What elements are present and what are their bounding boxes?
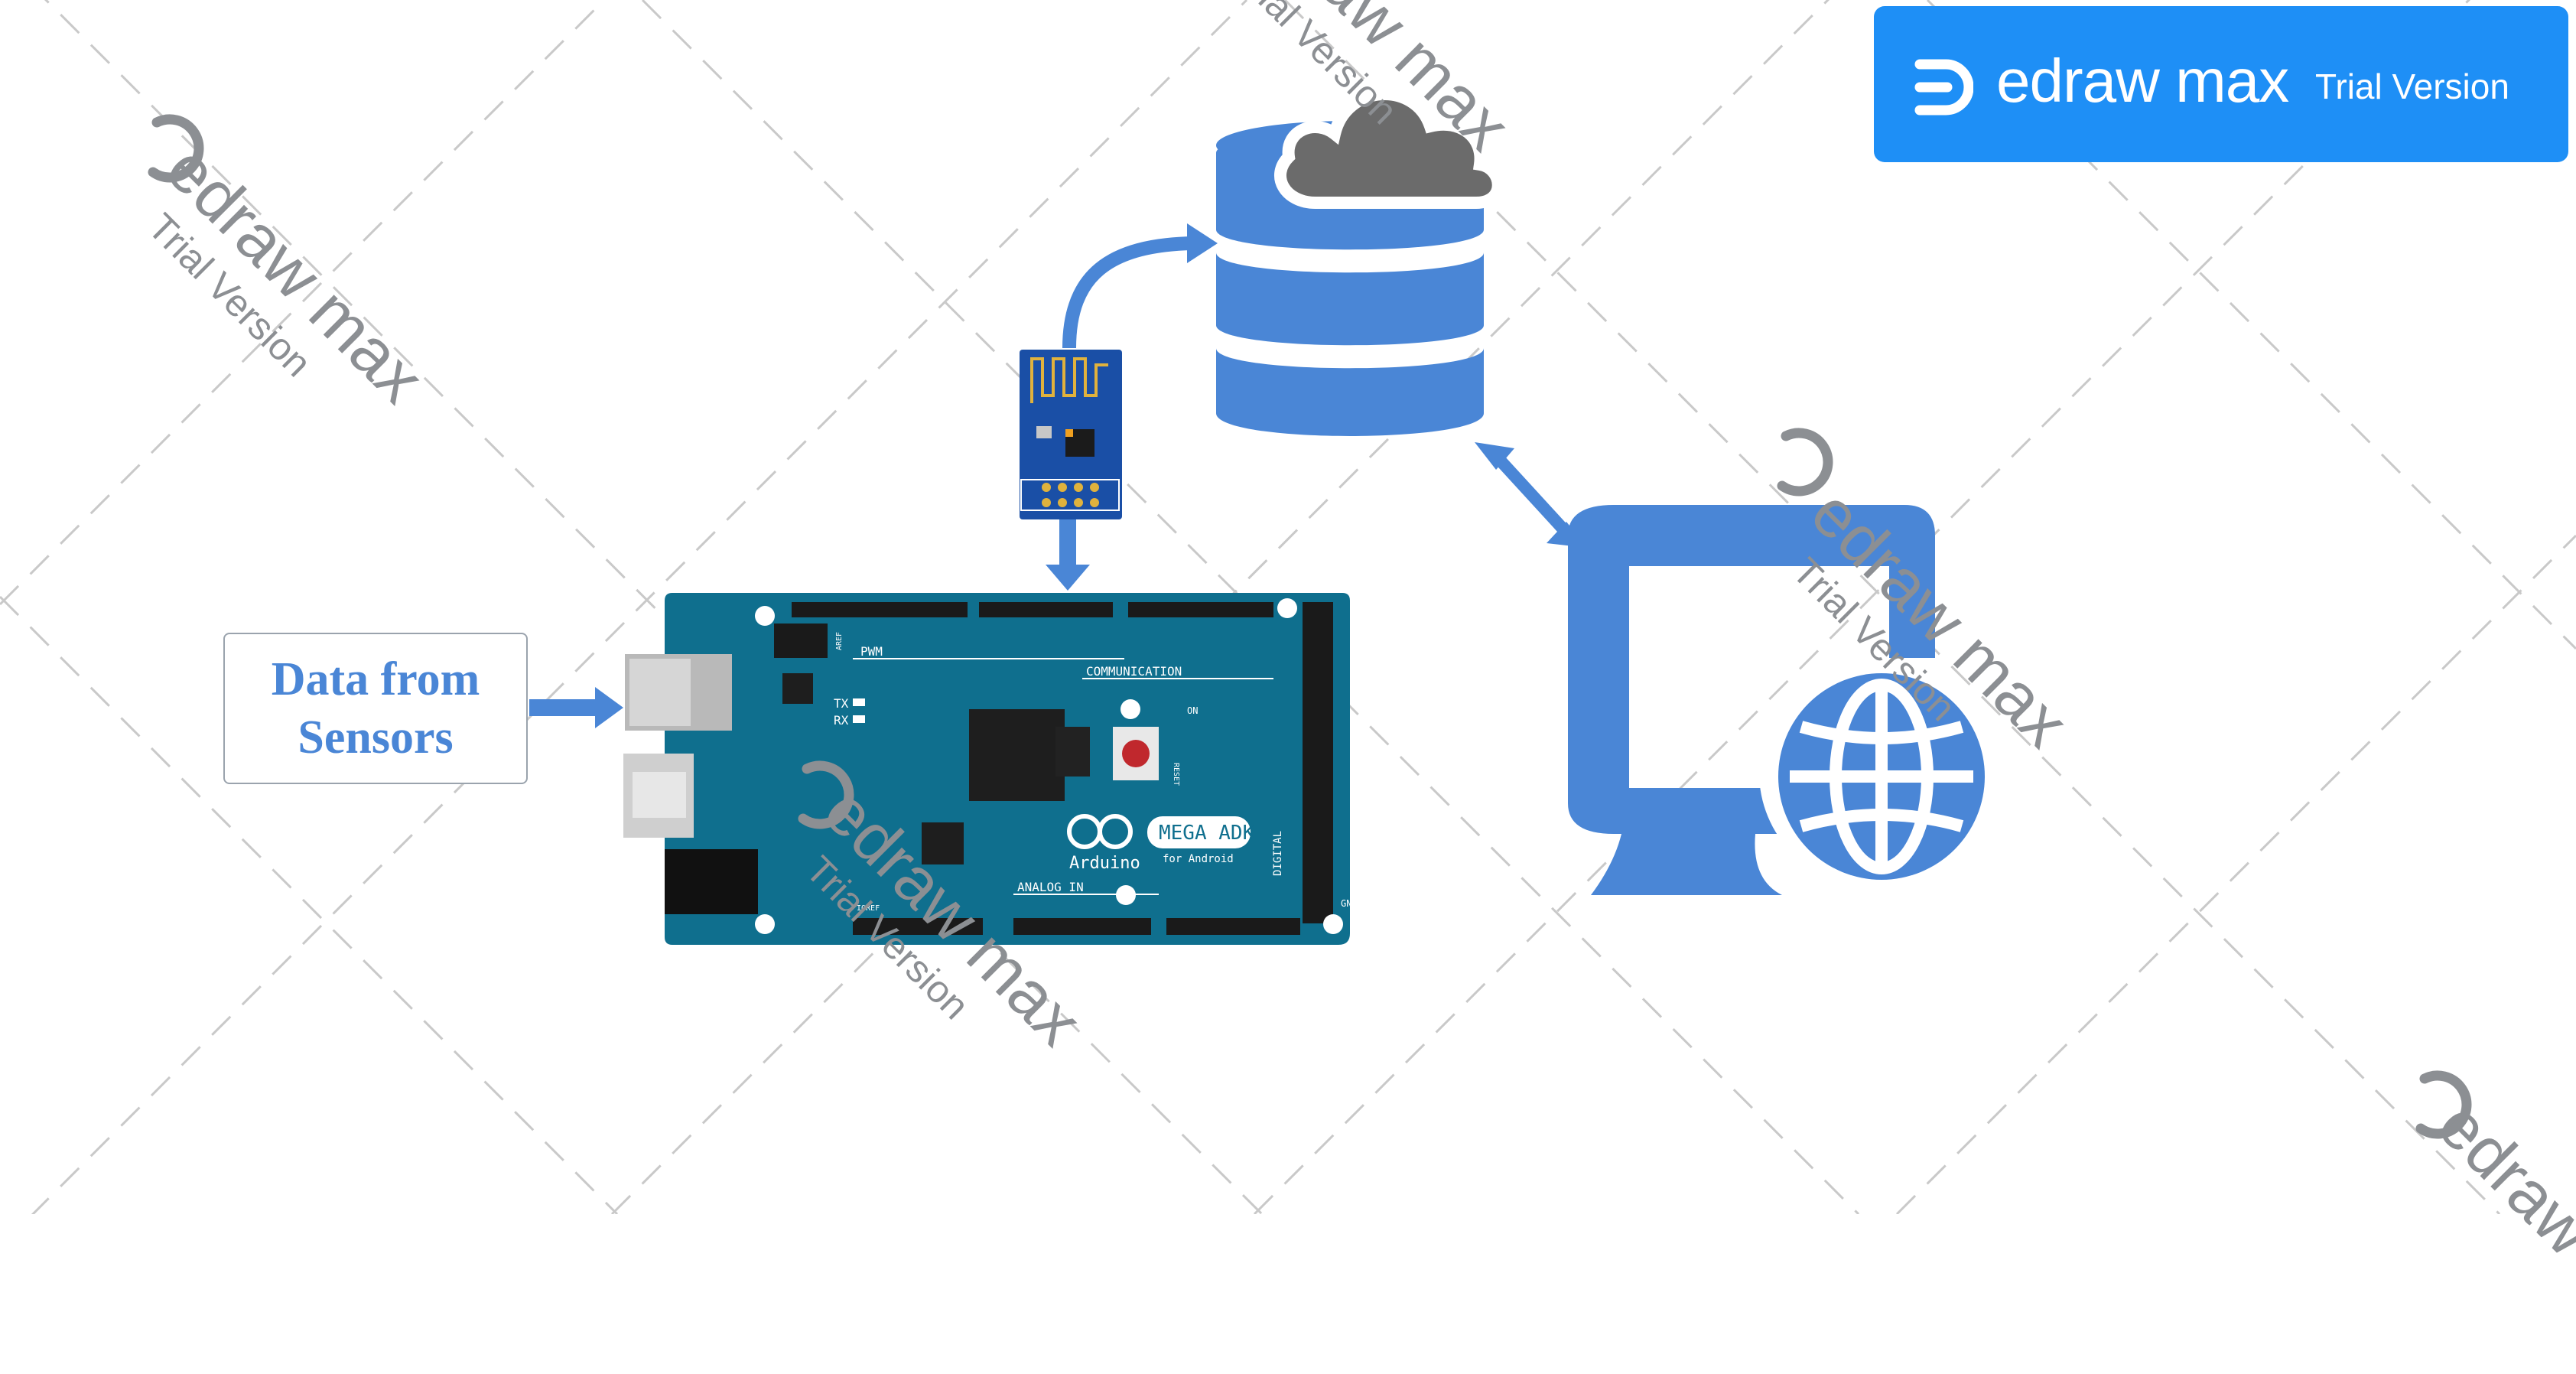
arrow-sensors-to-board [529,687,623,728]
label-analog: ANALOG IN [1017,880,1084,894]
arrow-module-to-board [1046,519,1090,591]
board-maker: Arduino [1069,854,1140,873]
label-digital: DIGITAL [1272,831,1284,876]
sensor-label: Data from Sensors [271,653,480,764]
brand-name: edraw max [1996,47,2289,115]
label-ioref: IOREF [857,904,880,913]
label-on: ON [1187,705,1198,716]
label-aref: AREF [835,632,844,650]
globe-icon [1759,658,1989,887]
brand-trial: Trial Version [2315,67,2509,106]
label-gnd: GND [1341,898,1350,909]
brand-banner: edraw max Trial Version [1874,6,2568,162]
database-icon [1216,87,1504,436]
cloud-icon [1274,87,1504,209]
connectors [529,223,1587,728]
sensor-node[interactable]: Data from Sensors [223,633,528,784]
label-reset: RESET [1172,763,1180,786]
watermark-logo-icon [148,114,2472,1139]
monitor-icon [1568,505,1989,895]
label-tx: TX [834,696,849,711]
arrow-module-to-database [1062,236,1194,349]
board-model: MEGA ADK [1159,822,1255,845]
board-subtitle: for Android [1163,853,1234,865]
arduino-logo [1067,814,1133,849]
label-communication: COMMUNICATION [1086,664,1182,679]
arduino-board: Arduino MEGA ADK for Android PWM COMMUNI… [623,593,1350,945]
wifi-module-icon [1020,350,1122,519]
label-rx: RX [834,713,849,728]
label-pwm: PWM [860,644,883,659]
edraw-logo-icon [1914,59,1973,116]
